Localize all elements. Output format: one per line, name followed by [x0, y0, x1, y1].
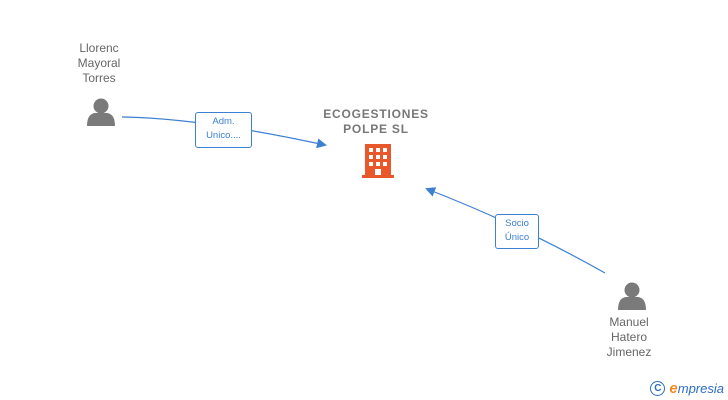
- person-icon[interactable]: [87, 98, 115, 127]
- person-name-line: Mayoral: [77, 56, 121, 70]
- company-name[interactable]: ECOGESTIONES POLPE SL: [306, 107, 446, 137]
- relation-label-adm[interactable]: Adm. Unico....: [195, 112, 252, 148]
- building-icon[interactable]: [362, 144, 394, 178]
- relation-label-socio[interactable]: Socio Único: [495, 214, 539, 249]
- person-name-line: Manuel: [609, 315, 649, 329]
- person-name-line: Torres: [82, 71, 116, 85]
- person-name-manuel[interactable]: Manuel Hatero Jimenez: [591, 315, 667, 360]
- person-name-llorenc[interactable]: Llorenc Mayoral Torres: [61, 41, 137, 86]
- company-name-line: ECOGESTIONES: [323, 107, 429, 121]
- relation-label-line: Socio: [505, 218, 529, 229]
- relation-label-line: Unico....: [206, 130, 241, 141]
- person-icon[interactable]: [618, 282, 646, 311]
- footer-brand: C empresia: [650, 378, 724, 398]
- relation-label-line: Único: [504, 232, 530, 243]
- brand-logo[interactable]: empresia: [669, 380, 724, 397]
- person-name-line: Hatero: [610, 330, 648, 344]
- brand-logo-initial: e: [669, 379, 678, 397]
- copyright-icon: C: [650, 380, 666, 396]
- relation-label-line: Adm.: [212, 116, 235, 127]
- company-name-line: POLPE SL: [343, 122, 409, 136]
- person-name-line: Jimenez: [606, 345, 652, 359]
- person-name-line: Llorenc: [79, 41, 119, 55]
- brand-logo-rest: mpresia: [677, 380, 724, 396]
